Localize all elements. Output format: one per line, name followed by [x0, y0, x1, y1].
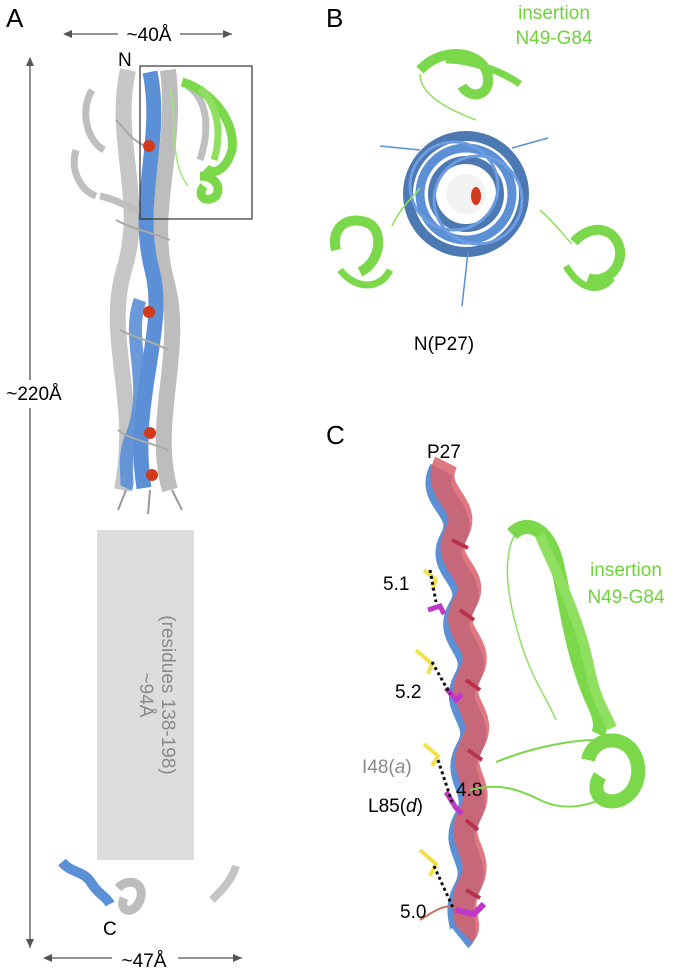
- panel-b-n-label: N(P27): [414, 334, 474, 355]
- n-terminus-label: N: [118, 50, 132, 71]
- height-label: ~220Å: [6, 384, 62, 405]
- residue-i48-label: I48(a): [362, 757, 412, 778]
- box-label-residues: (residues 138-198): [157, 615, 178, 774]
- insertion-domain-a: [169, 77, 237, 204]
- width-label-bottom: ~47Å: [122, 951, 167, 972]
- helix-overlay: [419, 456, 490, 949]
- distance-5-0: 5.0: [400, 902, 426, 923]
- panel-b-letter: B: [326, 3, 343, 33]
- panel-b-insertion-title: insertion: [518, 3, 590, 24]
- missing-region-box: [97, 530, 194, 860]
- distance-lines: [428, 569, 456, 911]
- coiled-coil-structure: [70, 68, 210, 515]
- distance-4-8: 4.8: [456, 780, 482, 801]
- panel-a: A ~40Å ~220Å N: [2, 3, 253, 972]
- c-terminus-label: C: [103, 919, 117, 940]
- panel-c: C P27 5.1 5.2 4.8 5.0 I48(a): [326, 420, 665, 949]
- width-label-top: ~40Å: [127, 25, 172, 46]
- distance-5-1: 5.1: [383, 574, 409, 595]
- p27-label: P27: [427, 442, 461, 463]
- panel-c-insertion-range: N49-G84: [587, 587, 665, 608]
- side-chains: [414, 568, 487, 918]
- insertion-domain-c: [469, 519, 646, 809]
- residue-l85-label: L85(d): [368, 796, 423, 817]
- distance-5-2: 5.2: [395, 682, 421, 703]
- c-terminal-fragments: [58, 858, 240, 915]
- box-label-length: ~94Å: [135, 673, 156, 718]
- insertion-domain-b: [329, 49, 626, 291]
- panel-c-insertion-title: insertion: [590, 560, 662, 581]
- panel-b: B insertion N49-G84 N(P27): [326, 3, 626, 355]
- panel-a-letter: A: [6, 3, 24, 33]
- panel-c-letter: C: [326, 420, 345, 450]
- insertion-box: [139, 65, 253, 220]
- barrel-top-view: [379, 131, 549, 307]
- panel-b-insertion-range: N49-G84: [515, 28, 593, 49]
